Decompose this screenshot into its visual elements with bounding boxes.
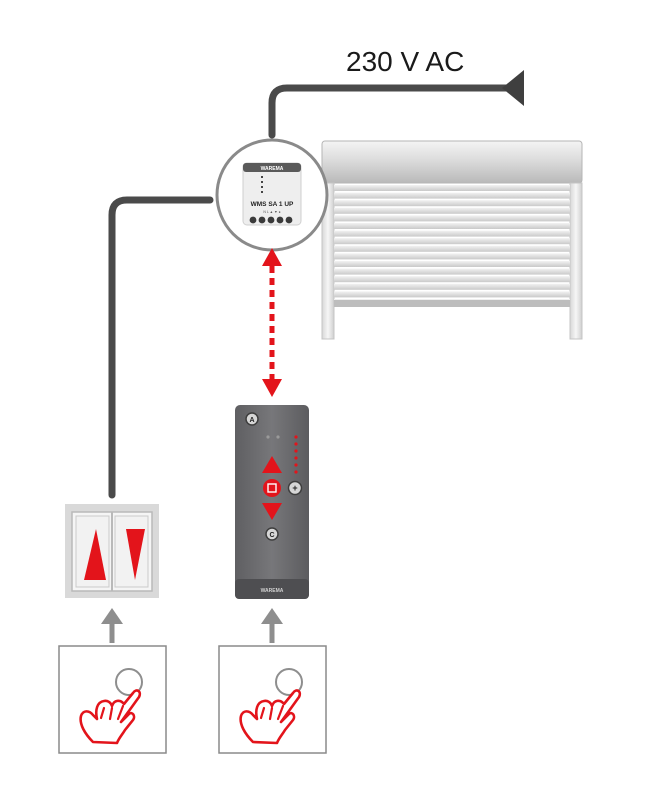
- remote-down-button: [262, 503, 282, 520]
- arrow-up-icon: [84, 529, 106, 580]
- power-wire: [268, 70, 524, 139]
- actuator-led-icon: [261, 176, 263, 193]
- actuator-module: WAREMA WMS SA 1 UP N L ▲ ▼ ●: [215, 138, 329, 252]
- switch-wire: [108, 196, 214, 499]
- remote-button-c: [265, 527, 279, 541]
- shutter-slat: [334, 283, 570, 290]
- shutter-slat: [334, 291, 570, 298]
- hand-panel-remote: [218, 645, 327, 754]
- shutter-slat: [334, 230, 570, 237]
- shutter-slats: [334, 185, 570, 305]
- shutter-slat: [334, 207, 570, 214]
- remote-control: WAREMA A + C: [235, 405, 309, 599]
- remote-bottom-band: [235, 579, 309, 599]
- wall-switch: [65, 504, 159, 598]
- actuator-terminals: [249, 216, 293, 224]
- actuator-brand: WAREMA: [261, 166, 284, 172]
- remote-stop-button: [263, 479, 281, 497]
- stop-icon: [267, 483, 277, 493]
- radio-link: [262, 248, 282, 397]
- arrow-up-icon: [262, 248, 282, 266]
- shutter-box: [321, 140, 583, 184]
- actuator-terminal-labels: N L ▲ ▼ ●: [263, 210, 280, 214]
- remote-button-c-label: C: [269, 532, 274, 539]
- hand-press-icon: [239, 668, 303, 745]
- shutter-slat: [334, 238, 570, 245]
- hand-press-icon: [79, 668, 143, 745]
- arrow-down-icon: [126, 529, 145, 580]
- shutter-bottom-bar: [334, 300, 570, 307]
- actuator-brand-strip: [243, 163, 301, 172]
- press-arrow-switch: [101, 608, 123, 643]
- shutter-slat: [334, 192, 570, 199]
- remote-button-a-label: A: [249, 417, 254, 424]
- shutter-slat: [334, 276, 570, 283]
- power-terminal-icon: [502, 70, 524, 106]
- remote-button-plus: [287, 480, 303, 496]
- shutter-slat: [334, 245, 570, 252]
- press-arrow-remote: [261, 608, 283, 643]
- shutter-slat: [334, 200, 570, 207]
- power-label: 230 V AC: [346, 46, 464, 77]
- remote-button-a: [245, 412, 259, 426]
- arrow-down-icon: [262, 379, 282, 397]
- shutter-slat: [334, 215, 570, 222]
- shutter-slat: [334, 253, 570, 260]
- shutter-rail-right: [569, 182, 583, 340]
- shutter-slat: [334, 185, 570, 191]
- roller-shutter: [321, 140, 583, 340]
- remote-up-button: [262, 456, 282, 473]
- hand-panel-switch: [58, 645, 167, 754]
- shutter-slat: [334, 223, 570, 229]
- remote-level-leds: [294, 435, 298, 474]
- remote-brand: WAREMA: [261, 588, 284, 594]
- actuator-model: WMS SA 1 UP: [251, 201, 294, 208]
- shutter-slat: [334, 261, 570, 267]
- shutter-slat: [334, 268, 570, 275]
- remote-button-plus-label: +: [292, 483, 297, 493]
